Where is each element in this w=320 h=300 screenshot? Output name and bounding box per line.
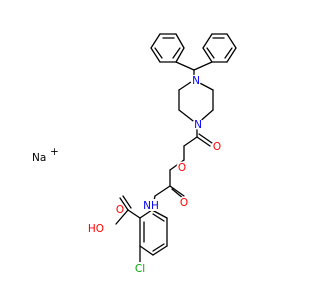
carboxyl-bonds	[115, 195, 141, 225]
atom-label: N	[192, 75, 200, 87]
atom-label: HO	[88, 223, 104, 235]
right-phenyl-ring	[202, 33, 237, 63]
left-phenyl-ring	[150, 33, 185, 63]
benzoic-ring	[139, 209, 168, 263]
atom-label: O	[178, 162, 186, 174]
atom-carbonyl-oxygen-2: O	[178, 196, 190, 209]
atom-acid-carbonyl-oxygen: O	[114, 203, 126, 216]
atom-label: NH	[143, 200, 159, 212]
atom-carbonyl-oxygen-1: O	[211, 140, 223, 153]
atom-label: Cl	[135, 263, 145, 275]
atom-label: O	[213, 141, 221, 153]
atom-label: O	[180, 197, 188, 209]
molecule-structure-diagram: N N O O O NH O HO	[32, 33, 237, 275]
atom-label: O	[116, 204, 124, 216]
atom-piperazine-n-top: N	[190, 74, 202, 87]
atom-labels: N N O O O NH O HO	[86, 74, 223, 275]
sodium-charge: +	[50, 146, 59, 158]
atom-amide-nh: NH	[142, 199, 160, 212]
atom-acid-hydroxyl: HO	[86, 222, 106, 235]
sodium-counter-ion: Na +	[32, 146, 59, 164]
atom-ether-oxygen: O	[176, 161, 188, 174]
structure-canvas: N N O O O NH O HO	[32, 33, 237, 275]
atom-chlorine: Cl	[130, 262, 150, 275]
sodium-label: Na	[32, 152, 46, 164]
atom-label: N	[194, 119, 202, 131]
atom-piperazine-n-bottom: N	[192, 118, 204, 131]
